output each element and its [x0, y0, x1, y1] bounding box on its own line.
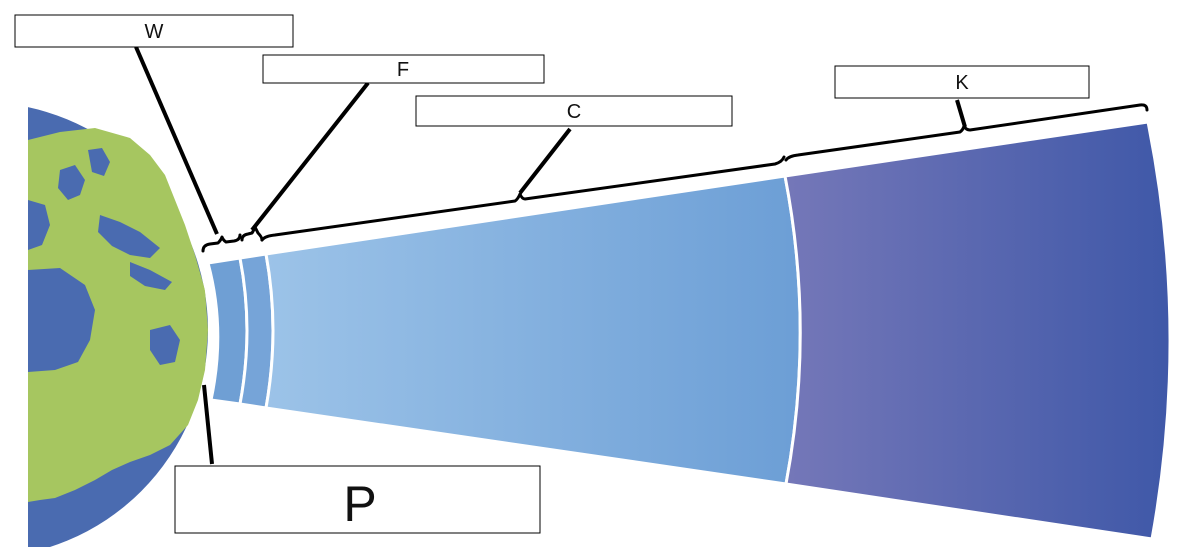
earth-rim [197, 257, 216, 396]
label-k: K [955, 72, 969, 94]
layer-c [264, 174, 802, 486]
label-p-box: P [174, 465, 541, 534]
label-p: P [343, 476, 376, 532]
earth-globe-icon [28, 107, 208, 547]
leader-line-p [202, 384, 214, 465]
leader-line-w [134, 46, 219, 235]
label-w: W [145, 21, 164, 43]
leader-line-c [518, 127, 572, 195]
label-c: C [567, 101, 581, 123]
leader-line-k [955, 99, 967, 128]
label-k-box: K [834, 65, 1090, 99]
label-f: F [397, 59, 409, 81]
label-w-box: W [14, 14, 294, 48]
label-f-box: F [262, 54, 545, 84]
label-c-box: C [415, 95, 733, 127]
leader-line-f [250, 81, 370, 232]
layer-k [783, 120, 1172, 541]
leader-lines [134, 46, 967, 465]
